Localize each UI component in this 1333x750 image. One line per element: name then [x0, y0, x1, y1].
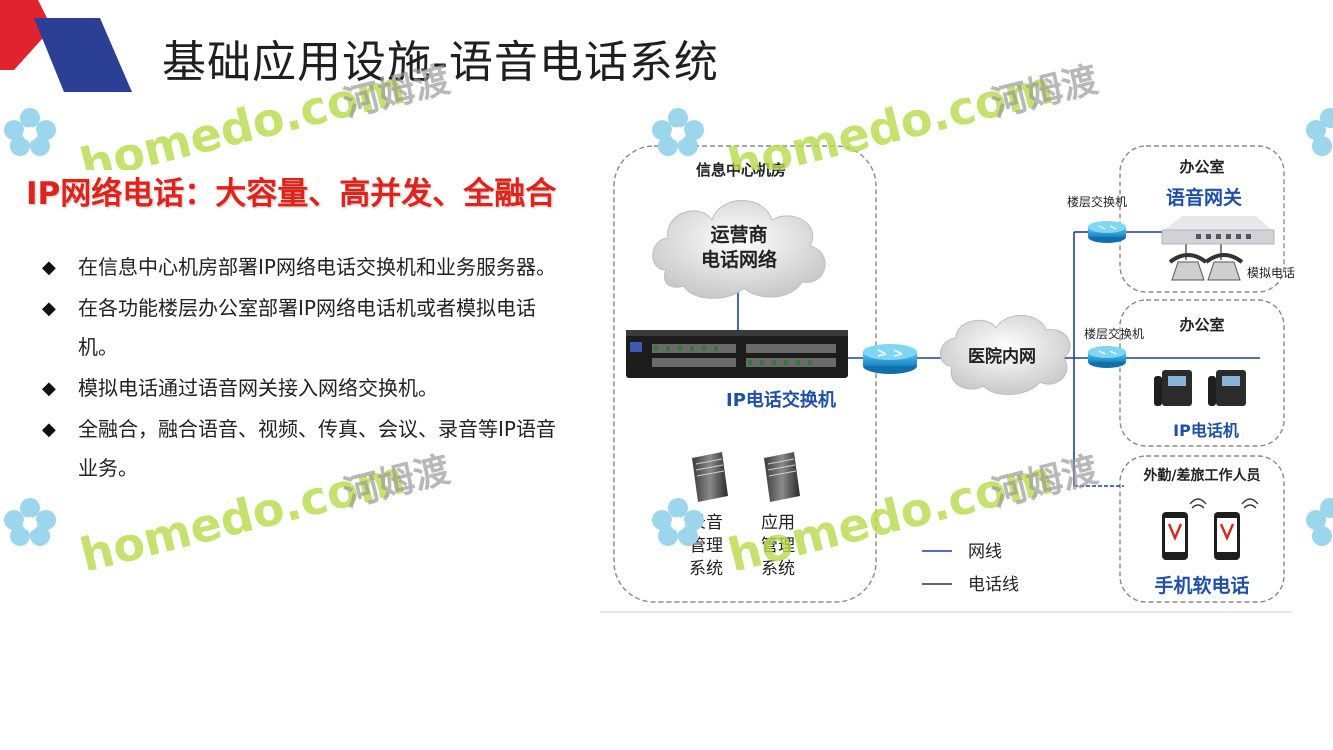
recording-system-label-1: 录音 — [689, 513, 723, 533]
watermark-flower-icon — [4, 498, 56, 546]
carrier-cloud-label-1: 运营商 — [710, 223, 767, 246]
ip-pbx-label: IP电话交换机 — [726, 389, 836, 411]
carrier-cloud-label-2: 电话网络 — [701, 248, 777, 271]
application-system-label-1: 应用 — [761, 513, 795, 533]
phone-lines — [1185, 244, 1222, 260]
carrier-cloud-icon — [652, 200, 826, 299]
office2-label: 办公室 — [1179, 316, 1224, 334]
remote-box — [1119, 455, 1285, 603]
floor-switch1-label: 楼层交换机 — [1067, 194, 1127, 209]
analog-phone-icon — [1168, 253, 1244, 281]
bullet-text: 模拟电话通过语音网关接入网络交换机。 — [78, 376, 438, 400]
voice-gateway-label: 语音网关 — [1166, 186, 1242, 209]
hospital-lan-label: 医院内网 — [968, 346, 1036, 367]
application-server-icon — [764, 452, 800, 502]
ip-phone-icon — [1154, 370, 1246, 406]
legend-network-label: 网线 — [968, 542, 1002, 562]
application-system-label-3: 系统 — [761, 559, 795, 579]
softphone-label: 手机软电话 — [1154, 574, 1249, 597]
page-title: 基础应用设施-语音电话系统 — [162, 37, 719, 88]
voice-gateway-icon — [1161, 216, 1275, 245]
legend-phone-label: 电话线 — [968, 575, 1019, 595]
bullet-text: 全融合，融合语音、视频、传真、会议、录音等IP语音业务。 — [78, 417, 556, 480]
office2-box — [1119, 299, 1285, 447]
ip-pbx-device-icon — [626, 330, 848, 378]
watermark-flower-icon — [4, 108, 56, 156]
recording-system-label-2: 管理 — [689, 536, 723, 556]
remote-workers-label: 外勤/差旅工作人员 — [1143, 467, 1260, 484]
bullet-item: ◆ 全融合，融合语音、视频、传真、会议、录音等IP语音业务。 — [40, 410, 560, 488]
office1-label: 办公室 — [1179, 158, 1224, 176]
hospital-lan-cloud-icon — [940, 315, 1071, 396]
watermark-text-cn: 河姆渡 — [987, 59, 1102, 125]
diamond-bullet-icon: ◆ — [42, 378, 56, 399]
diamond-bullet-icon: ◆ — [42, 298, 56, 319]
bullet-list: ◆ 在信息中心机房部署IP网络电话交换机和业务服务器。 ◆ 在各功能楼层办公室部署I… — [40, 248, 560, 490]
network-lines — [737, 231, 1260, 487]
smartphone-icon — [1162, 512, 1240, 560]
wireless-signal-icon — [1189, 498, 1259, 509]
floor-switch2-label: 楼层交换机 — [1084, 326, 1144, 341]
ip-phone-label: IP电话机 — [1173, 421, 1239, 440]
diamond-bullet-icon: ◆ — [42, 257, 56, 278]
office1-box — [1119, 145, 1285, 293]
bullet-item: ◆ 在各功能楼层办公室部署IP网络电话机或者模拟电话机。 — [40, 289, 560, 367]
corner-decoration — [0, 0, 132, 92]
analog-phone-label: 模拟电话 — [1247, 266, 1295, 280]
recording-server-icon — [692, 452, 728, 502]
floor-switch2-icon — [1088, 346, 1126, 368]
network-diagram: 信息中心机房 运营商 电话网络 IP电话交换机 录音 管理 系统 应用 管理 系… — [600, 145, 1295, 613]
datacenter-box — [613, 145, 877, 603]
datacenter-label: 信息中心机房 — [696, 161, 786, 179]
floor-switch1-icon — [1088, 221, 1126, 243]
diamond-bullet-icon: ◆ — [42, 419, 56, 440]
bullet-item: ◆ 在信息中心机房部署IP网络电话交换机和业务服务器。 — [40, 248, 560, 287]
bullet-text: 在信息中心机房部署IP网络电话交换机和业务服务器。 — [78, 255, 556, 279]
bullet-text: 在各功能楼层办公室部署IP网络电话机或者模拟电话机。 — [78, 296, 536, 359]
bullet-item: ◆ 模拟电话通过语音网关接入网络交换机。 — [40, 369, 560, 408]
recording-system-label-3: 系统 — [689, 559, 723, 579]
page-subtitle: IP网络电话：大容量、高并发、全融合 — [26, 176, 557, 212]
core-router-icon — [863, 344, 917, 374]
application-system-label-2: 管理 — [761, 536, 795, 556]
